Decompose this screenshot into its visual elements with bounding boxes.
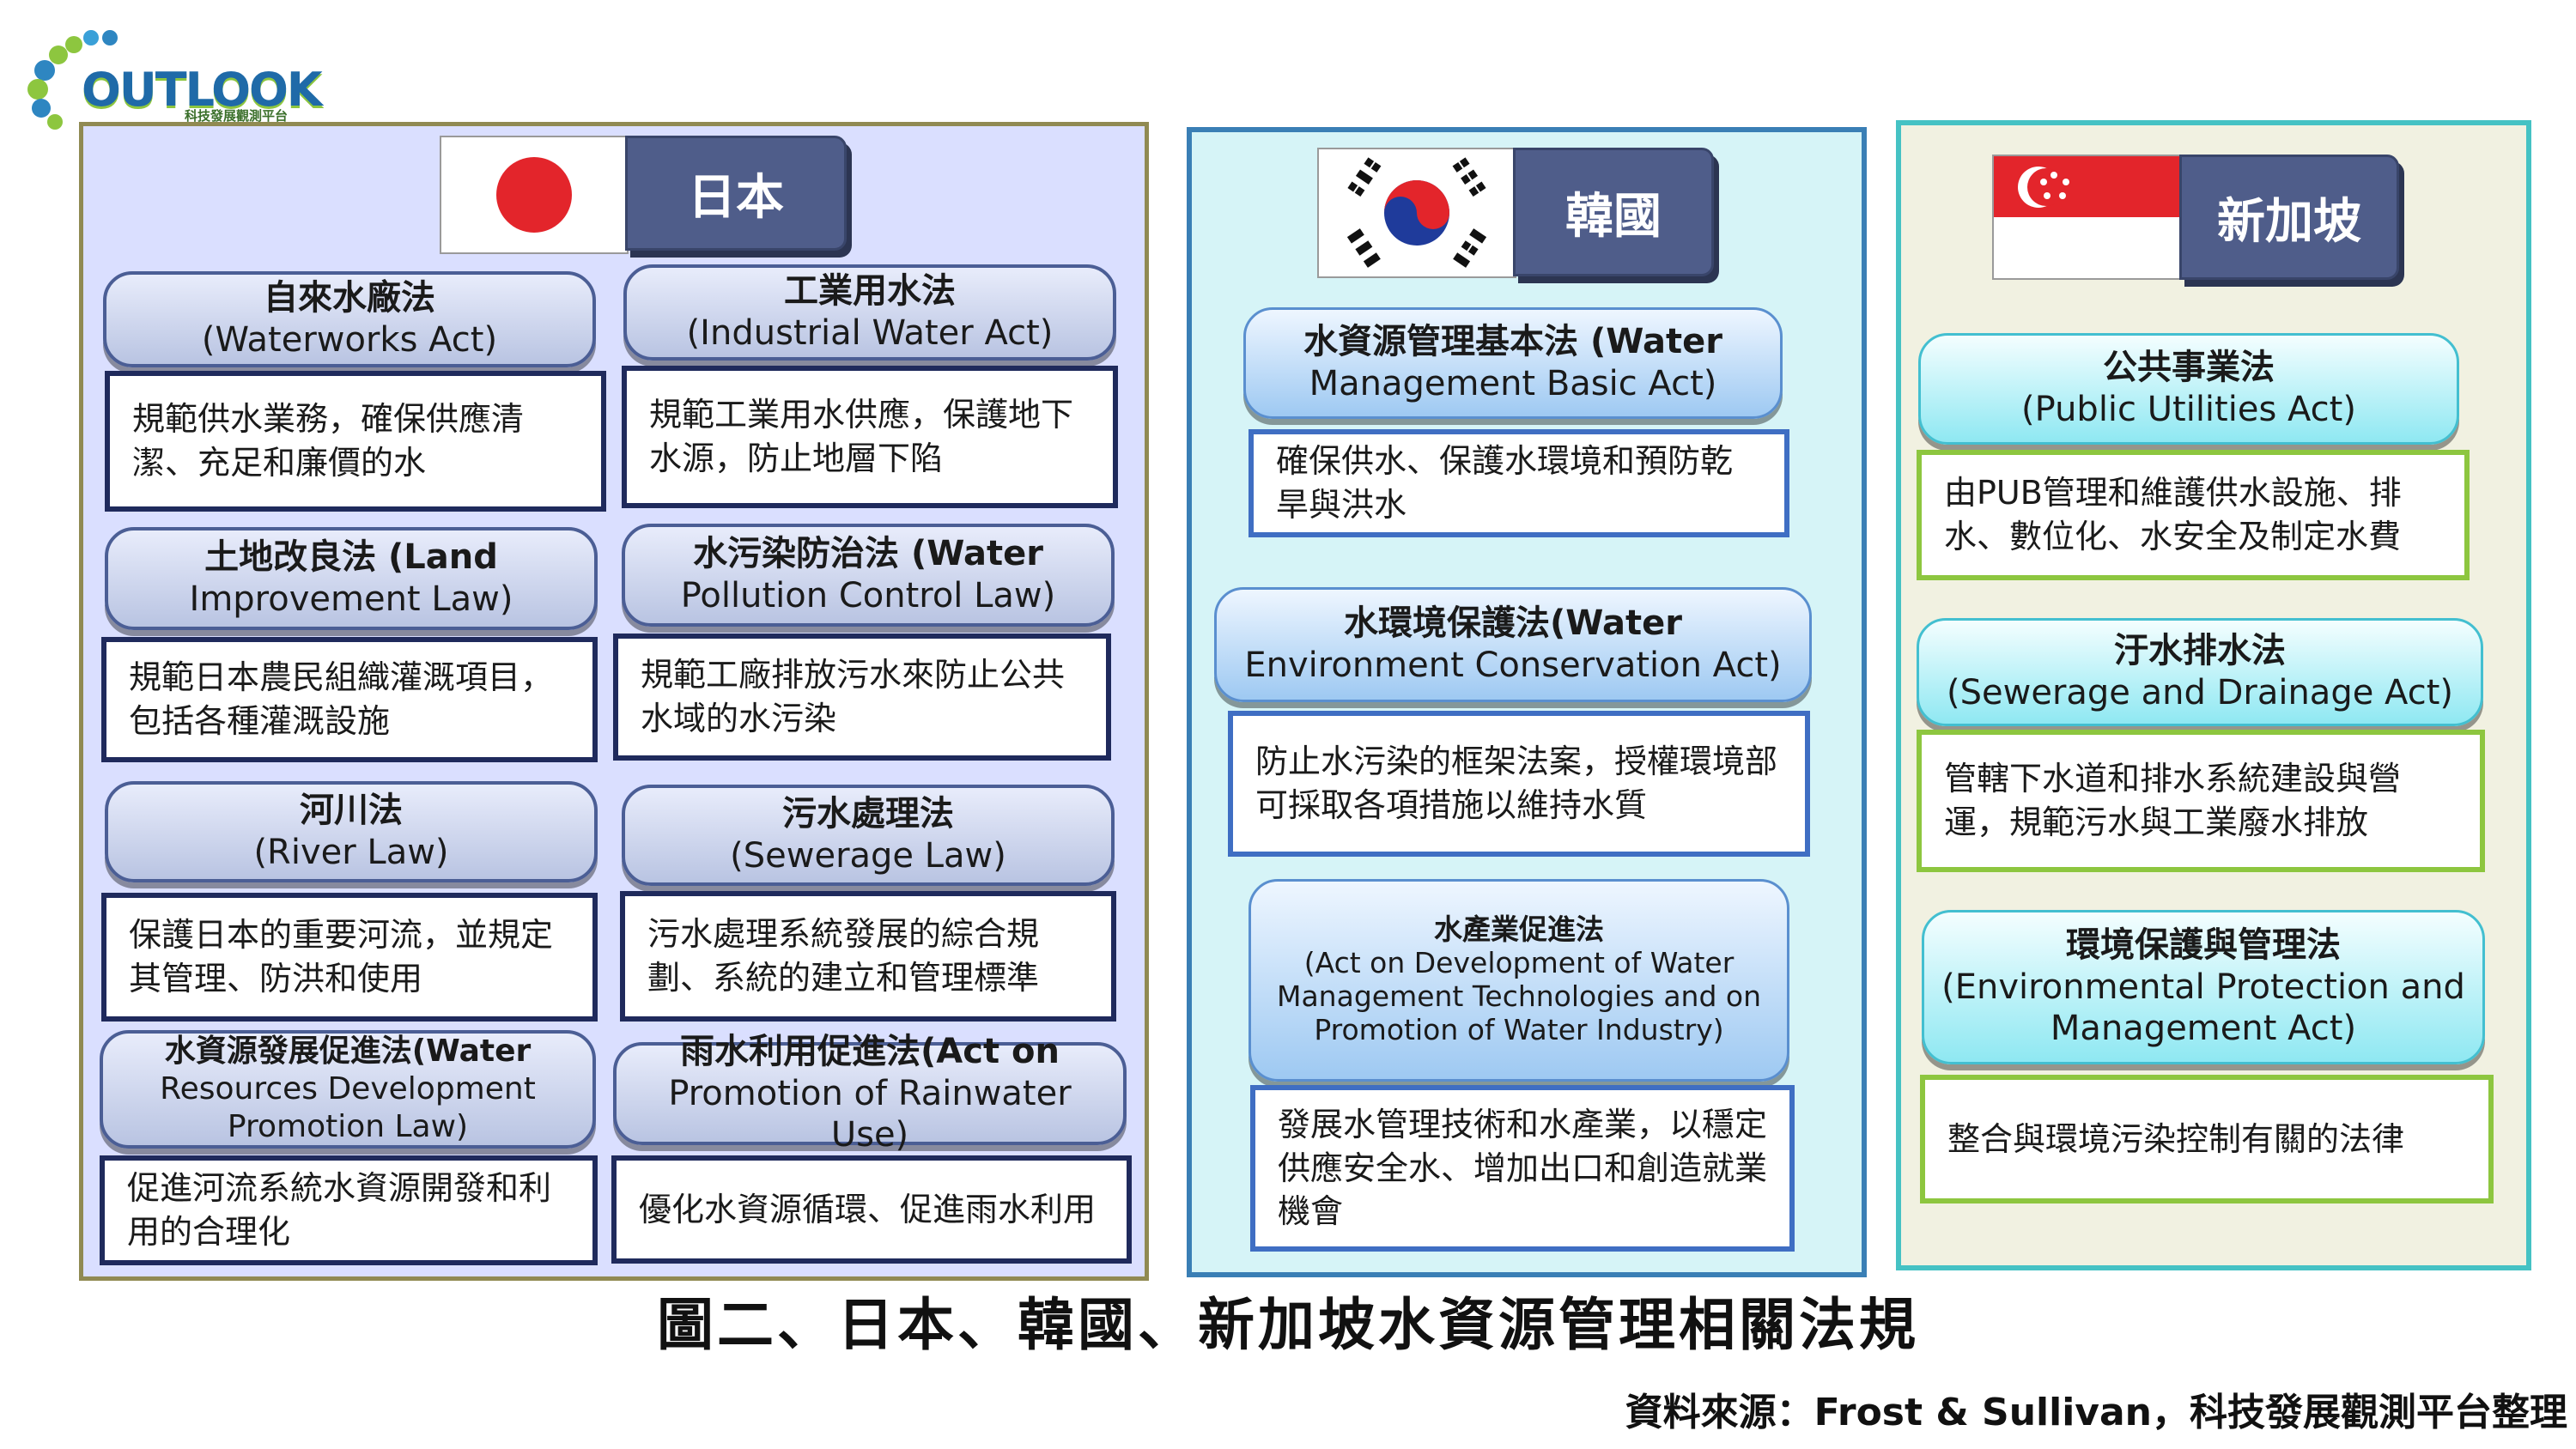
singapore-law-title: 環境保護與管理法(Environmental Protection and Ma… (1922, 910, 2485, 1064)
singapore-law-title: 公共事業法(Public Utilities Act) (1918, 333, 2459, 445)
korea-law-description: 防止水污染的框架法案，授權環境部可採取各項措施以維持水質 (1228, 711, 1810, 857)
singapore-label: 新加坡 (2179, 155, 2399, 280)
japan-law-title: 工業用水法(Industrial Water Act) (623, 264, 1116, 361)
japan-law-description: 保護日本的重要河流，並規定其管理、防洪和使用 (101, 893, 598, 1022)
figure-caption: 圖二、日本、韓國、新加坡水資源管理相關法規 (657, 1292, 1919, 1358)
logo-subtitle: 科技發展觀測平台 (185, 108, 289, 124)
outlook-logo (26, 26, 318, 137)
korea-law-description: 發展水管理技術和水產業，以穩定供應安全水、增加出口和創造就業機會 (1250, 1085, 1795, 1252)
japan-law-description: 規範供水業務，確保供應清潔、充足和廉價的水 (105, 371, 606, 512)
source-note: 資料來源：Frost & Sullivan，科技發展觀測平台整理 (1625, 1391, 2567, 1434)
japan-law-title: 自來水廠法(Waterworks Act) (103, 271, 596, 367)
korea-flag-icon (1317, 148, 1516, 278)
japan-flag-icon (440, 136, 629, 254)
japan-law-description: 規範日本農民組織灌溉項目，包括各種灌溉設施 (101, 637, 598, 762)
singapore-law-description: 整合與環境污染控制有關的法律 (1920, 1075, 2494, 1203)
japan-law-description: 優化水資源循環、促進雨水利用 (611, 1155, 1132, 1264)
singapore-law-description: 由PUB管理和維護供水設施、排水、數位化、水安全及制定水費 (1917, 450, 2470, 580)
japan-law-description: 規範工廠排放污水來防止公共水域的水污染 (613, 634, 1111, 761)
singapore-law-title: 汙水排水法(Sewerage and Drainage Act) (1917, 618, 2483, 726)
japan-law-description: 規範工業用水供應，保護地下水源，防止地層下陷 (622, 366, 1118, 508)
logo-wordmark: OUTLOOK (82, 63, 323, 117)
japan-law-description: 污水處理系統發展的綜合規劃、系統的建立和管理標準 (620, 891, 1116, 1022)
japan-law-title: 河川法(River Law) (105, 781, 598, 882)
japan-label: 日本 (625, 136, 847, 251)
logo-swirl-icon (27, 30, 118, 130)
japan-law-description: 促進河流系統水資源開發和利用的合理化 (100, 1155, 598, 1265)
singapore-law-description: 管轄下水道和排水系統建設與營運，規範污水與工業廢水排放 (1917, 730, 2485, 872)
korea-label: 韓國 (1513, 148, 1714, 276)
singapore-flag-icon (1992, 155, 2183, 280)
korea-law-title: 水產業促進法(Act on Development of Water Manag… (1249, 879, 1789, 1082)
japan-law-title: 污水處理法(Sewerage Law) (622, 785, 1115, 886)
korea-law-description: 確保供水、保護水環境和預防乾旱與洪水 (1249, 429, 1789, 537)
